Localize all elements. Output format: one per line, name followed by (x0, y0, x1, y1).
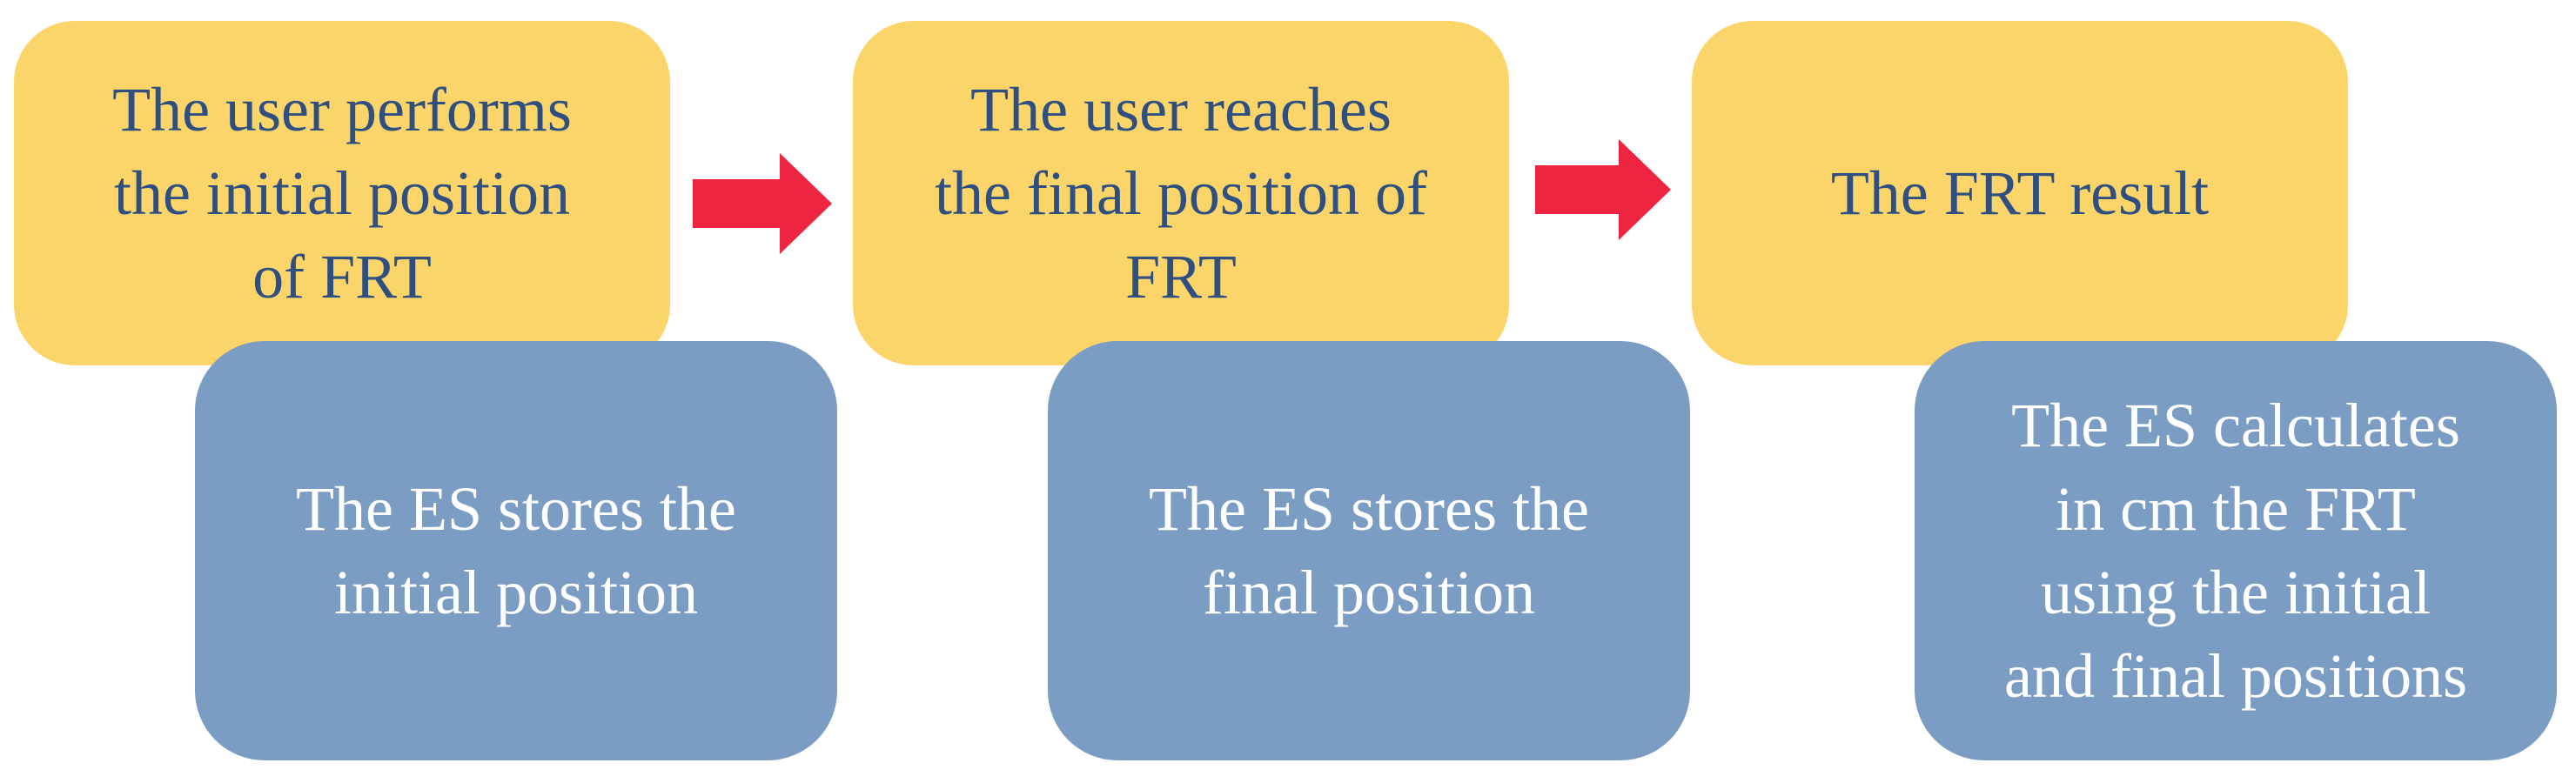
step-1-label: The user performs the initial position o… (112, 75, 572, 311)
step-3-label: The FRT result (1830, 158, 2210, 228)
right-arrow-icon (693, 153, 832, 254)
detail-1-text: The ES stores the initial position (296, 474, 736, 627)
step-box-2: The user reaches the final position of F… (853, 21, 1509, 365)
detail-box-3: The ES calculates in cm the FRT using th… (1915, 341, 2557, 760)
detail-box-2: The ES stores the final position (1048, 341, 1690, 760)
detail-box-1: The ES stores the initial position (195, 341, 837, 760)
step-box-3: The FRT result (1692, 21, 2348, 365)
step-2-label: The user reaches the final position of F… (935, 75, 1427, 311)
right-arrow-icon (1535, 139, 1671, 240)
step-box-1: The user performs the initial position o… (14, 21, 670, 365)
detail-3-text: The ES calculates in cm the FRT using th… (2004, 391, 2467, 711)
detail-2-text: The ES stores the final position (1149, 474, 1589, 627)
